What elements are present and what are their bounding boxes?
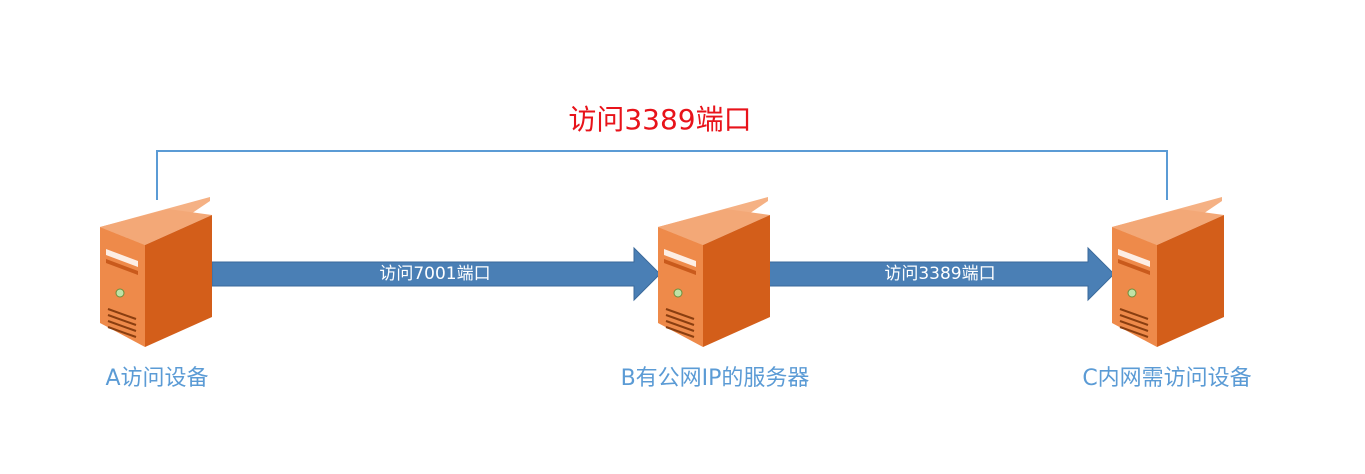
arrow-b-to-c-label: 访问3389端口	[884, 264, 996, 284]
server-icon	[657, 196, 771, 348]
connection-line-a-to-c	[156, 150, 1168, 200]
server-b-label: B有公网IP的服务器	[620, 366, 810, 391]
server-icon	[1111, 196, 1225, 348]
server-c-label: C内网需访问设备	[1082, 366, 1252, 391]
top-connection-label: 访问3389端口	[568, 103, 752, 136]
arrow-a-to-b	[211, 246, 661, 302]
server-a-label: A访问设备	[105, 366, 209, 391]
arrow-b-to-c	[767, 246, 1115, 302]
arrow-a-to-b-label: 访问7001端口	[379, 264, 491, 284]
server-icon	[99, 196, 213, 348]
